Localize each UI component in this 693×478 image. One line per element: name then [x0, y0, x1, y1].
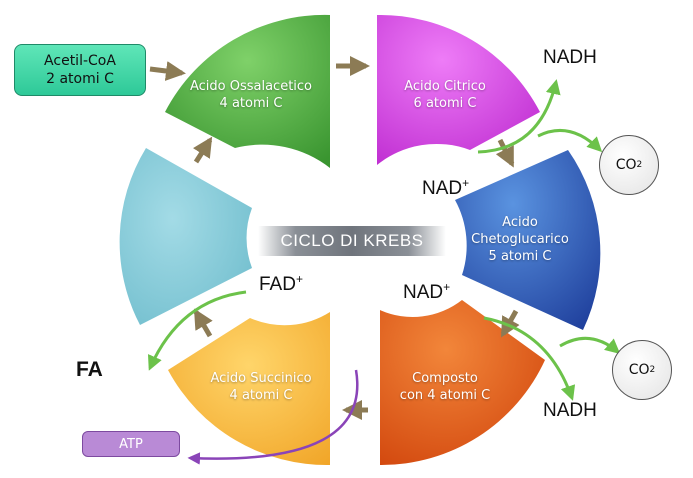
- arrow-succinico-to-fumarato: [193, 308, 213, 338]
- segment-label-citrico: Acido Citrico 6 atomi C: [404, 79, 486, 111]
- center-title: CICLO DI KREBS: [258, 226, 446, 256]
- segment-citrico: [377, 14, 540, 166]
- arrow-nadh-bottom: [483, 316, 576, 401]
- arrow-co2-top: [537, 128, 603, 153]
- fad-label: FAD+: [259, 272, 303, 295]
- arrow-fumarato-to-ossalacetico: [192, 136, 213, 164]
- segment-label-composto: Composto con 4 atomi C: [399, 371, 491, 403]
- nad-top-label: NAD+: [422, 176, 470, 199]
- arrow-co2-bottom: [559, 336, 621, 354]
- fa-label: FA: [76, 358, 103, 381]
- arrow-fad: [147, 290, 247, 371]
- atp-box: ATP: [82, 431, 180, 457]
- segment-succinico: [168, 312, 330, 466]
- segment-label-succinico: Acido Succinico 4 atomi C: [210, 371, 312, 403]
- arrow-atp: [187, 369, 359, 465]
- arrow-nadh-top: [477, 79, 561, 154]
- arrow-citrico-to-chetoglucarico: [495, 138, 515, 168]
- nadh-top-label: NADH: [543, 47, 597, 68]
- segment-label-chetoglucarico: Acido Chetoglucarico 5 atomi C: [471, 215, 569, 264]
- segment-chetoglucarico: [455, 150, 601, 330]
- segment-composto: [380, 300, 545, 466]
- nadh-bottom-label: NADH: [543, 400, 597, 421]
- segment-ossalacetico: [165, 14, 330, 168]
- nad-bottom-label: NAD+: [403, 280, 451, 303]
- arrow-chetoglucarico-to-composto: [500, 309, 520, 338]
- segment-label-ossalacetico: Acido Ossalacetico 4 atomi C: [189, 79, 313, 111]
- segment-fumarato: [119, 148, 252, 325]
- arrow-acetyl-to-ossalacetico: [149, 61, 186, 81]
